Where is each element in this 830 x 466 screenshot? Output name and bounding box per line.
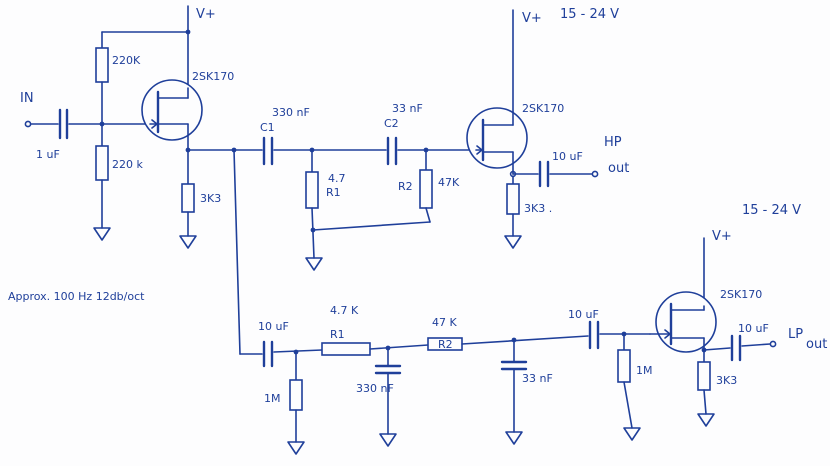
ground-symbol	[505, 431, 523, 445]
ground-symbol	[697, 413, 715, 427]
stage1-jfet	[141, 79, 203, 141]
hp-r2	[419, 169, 433, 209]
lp-r2-name: R2	[438, 338, 453, 351]
hp-out-label: out	[608, 161, 629, 176]
hp-r-source-label: 3K3 .	[524, 202, 552, 215]
ground-symbol	[504, 235, 522, 249]
input-label: IN	[20, 91, 34, 106]
stage1-vplus-label: V+	[196, 7, 216, 22]
lp-jfet-label: 2SK170	[720, 288, 762, 301]
ground-symbol	[305, 257, 323, 271]
lp-wire-c	[461, 335, 589, 345]
lp-cin-label: 10 uF	[258, 320, 289, 333]
lp-r1	[321, 342, 371, 356]
lp-label: LP	[788, 327, 803, 342]
stage1-jfet-label: 2SK170	[192, 70, 234, 83]
jfet1-arrow	[151, 119, 158, 129]
lp-out-wire-b	[741, 343, 771, 347]
highpass-filter	[262, 9, 599, 271]
hp-vplus-label: V+	[522, 11, 542, 26]
hp-return-wire	[312, 221, 431, 231]
stage1-c-in-label: 1 uF	[36, 148, 60, 161]
lp-r-gnd	[289, 379, 303, 411]
ground-symbol	[179, 235, 197, 249]
lp-r-gnd-label: 1M	[264, 392, 281, 405]
jfet3-arrow	[664, 329, 671, 339]
hp-r2-name: R2	[398, 180, 413, 193]
stage1-r-bottom	[95, 145, 109, 181]
lp-r1-name: R1	[330, 328, 345, 341]
hp-c1-value: 330 nF	[272, 106, 310, 119]
hp-r-source	[506, 183, 520, 215]
hp-r1-name: R1	[326, 186, 341, 199]
hp-jfet-label: 2SK170	[522, 102, 564, 115]
lp-out-wire-a	[703, 347, 731, 351]
stage1-r-top-label: 220K	[112, 54, 141, 67]
hp-r1-lead-b	[311, 207, 315, 259]
hp-label: HP	[604, 135, 622, 150]
lp-r-gate	[617, 349, 631, 383]
lp-r-source	[697, 361, 711, 391]
lp-r2-value: 47 K	[432, 316, 457, 329]
lp-cout-label: 10 uF	[738, 322, 769, 335]
hp-r2-value: 47K	[438, 176, 460, 189]
lp-c2-label: 33 nF	[522, 372, 553, 385]
lp-r-source-label: 3K3	[716, 374, 737, 387]
jfet2-arrow	[476, 145, 483, 155]
lp-wire-b	[369, 344, 429, 350]
lp-ccouple-label: 10 uF	[568, 308, 599, 321]
lp-supply-label: 15 - 24 V	[742, 203, 801, 218]
ground-symbol	[623, 427, 641, 441]
ground-symbol	[287, 441, 305, 455]
lowpass-jfet	[655, 291, 717, 353]
stage1-r-source-label: 3K3	[200, 192, 221, 205]
lp-rgate-lead-b	[623, 381, 633, 429]
hp-cout-label: 10 uF	[552, 150, 583, 163]
input-terminal[interactable]	[24, 120, 32, 128]
highpass-jfet	[466, 107, 528, 169]
lp-out-label: out	[806, 337, 827, 352]
rs3-lead-b	[703, 389, 707, 415]
lp-r1-value: 4.7 K	[330, 304, 359, 317]
lowpass-filter	[262, 237, 777, 455]
stage1-r-source	[181, 183, 195, 213]
hp-r1-value: 4.7	[328, 172, 346, 185]
hp-r2-lead-b	[425, 207, 431, 223]
filter-note: Approx. 100 Hz 12db/oct	[8, 290, 145, 303]
lp-c1-label: 330 nF	[356, 382, 394, 395]
lp-r-gate-label: 1M	[636, 364, 653, 377]
labels: V+ V+ 15 - 24 V V+ 15 - 24 V IN 1 uF 220…	[8, 7, 827, 405]
hp-c2-name: C2	[384, 117, 399, 130]
hp-c2-value: 33 nF	[392, 102, 423, 115]
stage1-input-buffer	[24, 5, 263, 355]
bus-to-lowpass	[233, 149, 241, 355]
stage1-r-top	[95, 47, 109, 83]
hp-supply-label: 15 - 24 V	[560, 7, 619, 22]
lp-vplus-label: V+	[712, 229, 732, 244]
stage1-r-bottom-label: 220 k	[112, 158, 143, 171]
hp-c1-name: C1	[260, 121, 275, 134]
ground-symbol	[93, 227, 111, 241]
hp-output-terminal[interactable]	[591, 170, 599, 178]
lp-output-terminal[interactable]	[769, 340, 777, 348]
ground-symbol	[379, 433, 397, 447]
hp-r1	[305, 171, 319, 209]
